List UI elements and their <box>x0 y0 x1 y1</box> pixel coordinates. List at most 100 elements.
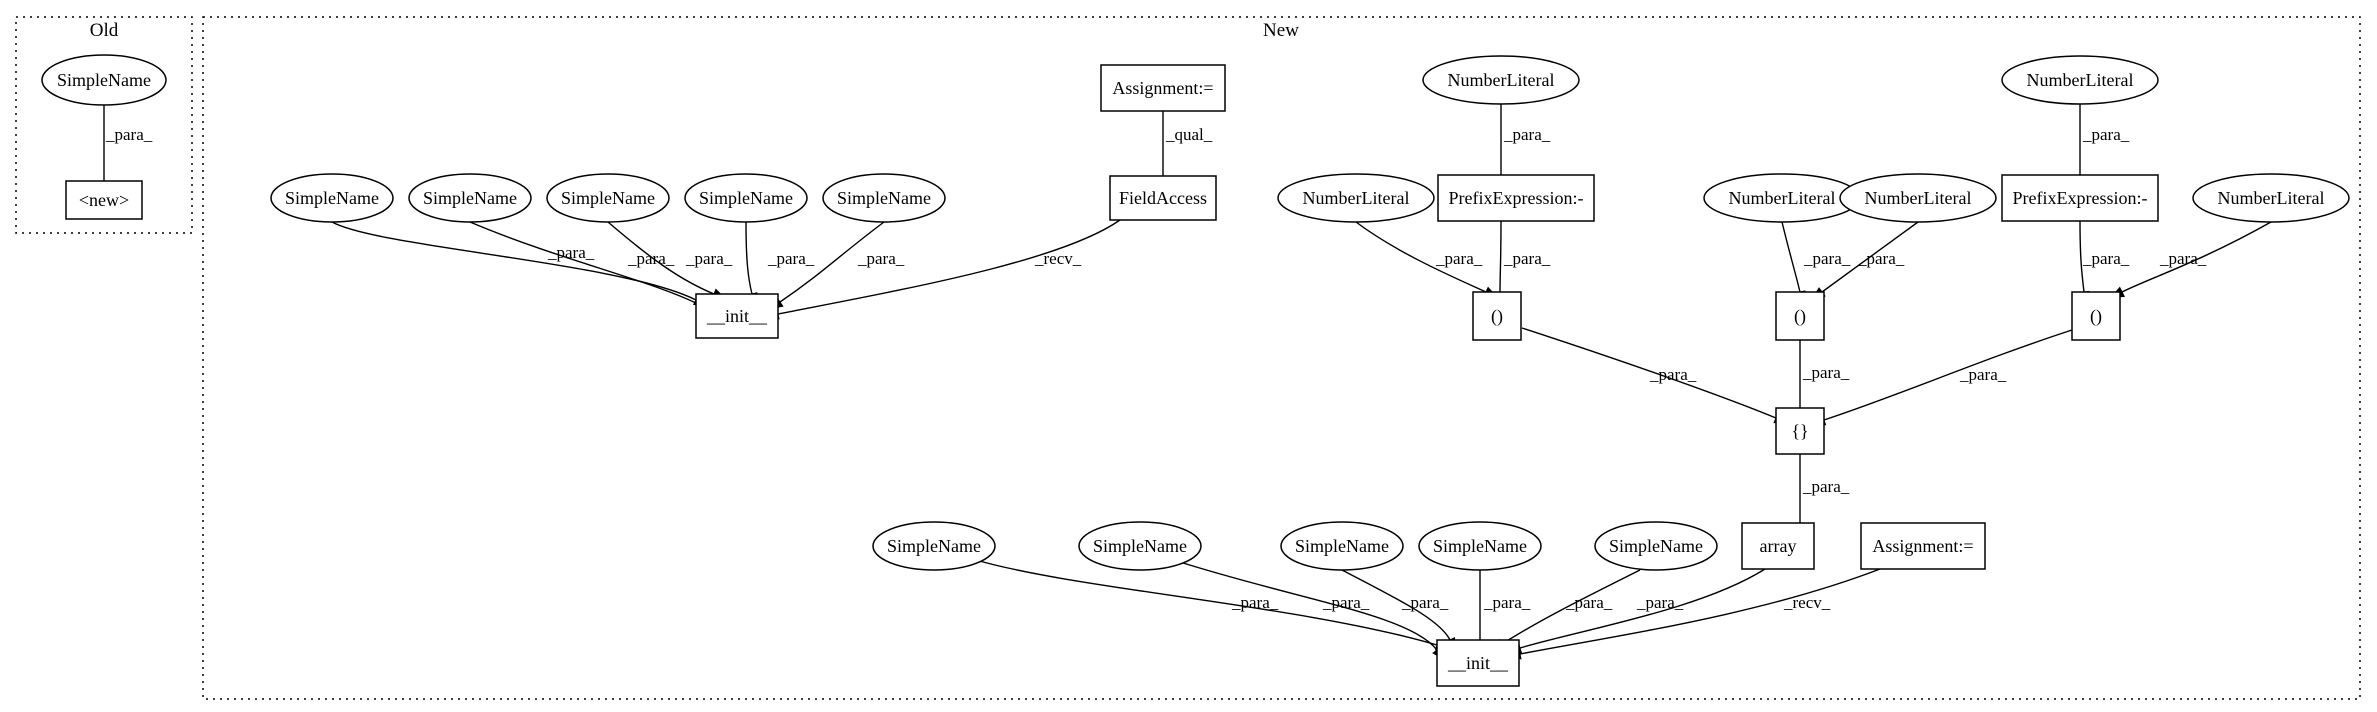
edge-line <box>1821 221 1919 293</box>
edge-num_a-to-paren_1: _para_ <box>1355 221 1499 298</box>
node-sn-bot-3: SimpleName <box>1280 521 1404 571</box>
edge-old_simplename-to-old_new: _para_ <box>98 105 153 195</box>
edge-sn_top_2-to-init_top: _para_ <box>469 221 712 311</box>
ellipse-node-shape <box>1422 55 1580 105</box>
ellipse-node-shape <box>1839 173 1997 223</box>
node-label: SimpleName <box>699 188 793 208</box>
edge-line <box>1521 327 1777 419</box>
edge-label: _para_ <box>1857 249 1905 268</box>
node-paren-3: () <box>2071 291 2121 341</box>
edge-fieldaccess-to-init_top: _recv_ <box>764 219 1121 320</box>
node-assign-top: Assignment:= <box>1100 64 1226 112</box>
node-label: PrefixExpression:- <box>2013 188 2148 208</box>
node-label: () <box>1491 306 1503 327</box>
ellipse-node-shape <box>1594 521 1718 571</box>
node-label: __init__ <box>1447 653 1509 673</box>
box-node-shape <box>1860 522 1986 570</box>
node-label: array <box>1760 536 1797 556</box>
node-num-prefix-1: NumberLiteral <box>1422 55 1580 105</box>
node-fieldaccess: FieldAccess <box>1109 175 1217 221</box>
edge-line <box>331 221 697 301</box>
edge-assign_bottom-to-init_bottom: _recv_ <box>1506 568 1881 660</box>
edge-line <box>1519 568 1881 655</box>
edge-line <box>975 559 1438 646</box>
edge-label: _para_ <box>767 249 815 268</box>
edge-line <box>2121 221 2272 293</box>
node-label: SimpleName <box>1609 536 1703 556</box>
box-node-shape <box>1100 64 1226 112</box>
ellipse-node-shape <box>1280 521 1404 571</box>
edge-label: _recv_ <box>1034 249 1082 268</box>
ellipse-node-shape <box>684 173 808 223</box>
edge-label: _para_ <box>1503 125 1551 144</box>
nodes-layer: SimpleName<new>Assignment:=FieldAccessSi… <box>41 54 2350 687</box>
node-label: NumberLiteral <box>1303 188 1410 208</box>
edge-label: _para_ <box>1802 363 1850 382</box>
node-num-b: NumberLiteral <box>1703 173 1861 223</box>
edge-label: _para_ <box>547 243 595 262</box>
node-label: () <box>1794 306 1806 327</box>
edge-paren_3-to-braces: _para_ <box>1811 329 2073 426</box>
node-label: NumberLiteral <box>2218 188 2325 208</box>
node-sn-bot-1: SimpleName <box>872 521 996 571</box>
node-label: NumberLiteral <box>1729 188 1836 208</box>
cluster-old-label: Old <box>90 20 119 41</box>
edge-num_d-to-paren_3: _para_ <box>2110 221 2272 298</box>
node-array: array <box>1741 522 1815 570</box>
edge-label: _para_ <box>2082 249 2130 268</box>
node-label: NumberLiteral <box>1448 70 1555 90</box>
cluster-new-border <box>202 16 2361 700</box>
ellipse-node-shape <box>270 173 394 223</box>
cluster-new-label: New <box>1263 20 1299 41</box>
ellipse-node-shape <box>822 173 946 223</box>
edge-line <box>1519 568 1766 649</box>
ellipse-node-shape <box>2192 173 2350 223</box>
node-sn-top-3: SimpleName <box>546 173 670 223</box>
node-label: SimpleName <box>837 188 931 208</box>
node-num-prefix-2: NumberLiteral <box>2001 55 2159 105</box>
node-init-top: __init__ <box>695 293 779 339</box>
node-braces: {} <box>1775 407 1825 455</box>
box-node-shape <box>2071 291 2121 341</box>
cluster-new: New <box>202 16 2361 700</box>
node-prefix-1: PrefixExpression:- <box>1437 174 1595 222</box>
node-num-d: NumberLiteral <box>2192 173 2350 223</box>
node-sn-bot-4: SimpleName <box>1418 521 1542 571</box>
cluster-old: Old <box>15 16 193 234</box>
edge-label: _para_ <box>1803 249 1851 268</box>
box-node-shape <box>1741 522 1815 570</box>
edge-paren_1-to-braces: _para_ <box>1521 327 1789 424</box>
node-label: Assignment:= <box>1872 536 1973 556</box>
ellipse-node-shape <box>2001 55 2159 105</box>
box-node-shape <box>1109 175 1217 221</box>
edge-line <box>779 221 885 303</box>
node-old-simplename: SimpleName <box>41 54 167 106</box>
box-node-shape <box>2001 174 2159 222</box>
box-node-shape <box>65 180 143 220</box>
box-node-shape <box>1436 639 1520 687</box>
edge-line <box>469 221 701 306</box>
box-node-shape <box>1472 291 1522 341</box>
edge-label: _para_ <box>1649 365 1697 384</box>
ellipse-node-shape <box>41 54 167 106</box>
box-node-shape <box>1775 407 1825 455</box>
edge-line <box>2079 220 2085 293</box>
node-label: PrefixExpression:- <box>1449 188 1584 208</box>
node-prefix-2: PrefixExpression:- <box>2001 174 2159 222</box>
edge-label: _para_ <box>2159 249 2207 268</box>
edge-line <box>1501 569 1641 645</box>
node-num-c: NumberLiteral <box>1839 173 1997 223</box>
edge-line <box>1781 221 1801 293</box>
edge-label: _para_ <box>1565 593 1613 612</box>
node-paren-2: () <box>1775 291 1825 341</box>
node-assign-bottom: Assignment:= <box>1860 522 1986 570</box>
node-label: SimpleName <box>1433 536 1527 556</box>
node-label: SimpleName <box>561 188 655 208</box>
edge-line <box>1355 221 1487 293</box>
node-sn-top-2: SimpleName <box>408 173 532 223</box>
node-label: SimpleName <box>285 188 379 208</box>
edge-label: _para_ <box>1401 593 1449 612</box>
node-label: SimpleName <box>1093 536 1187 556</box>
node-old-new: <new> <box>65 180 143 220</box>
